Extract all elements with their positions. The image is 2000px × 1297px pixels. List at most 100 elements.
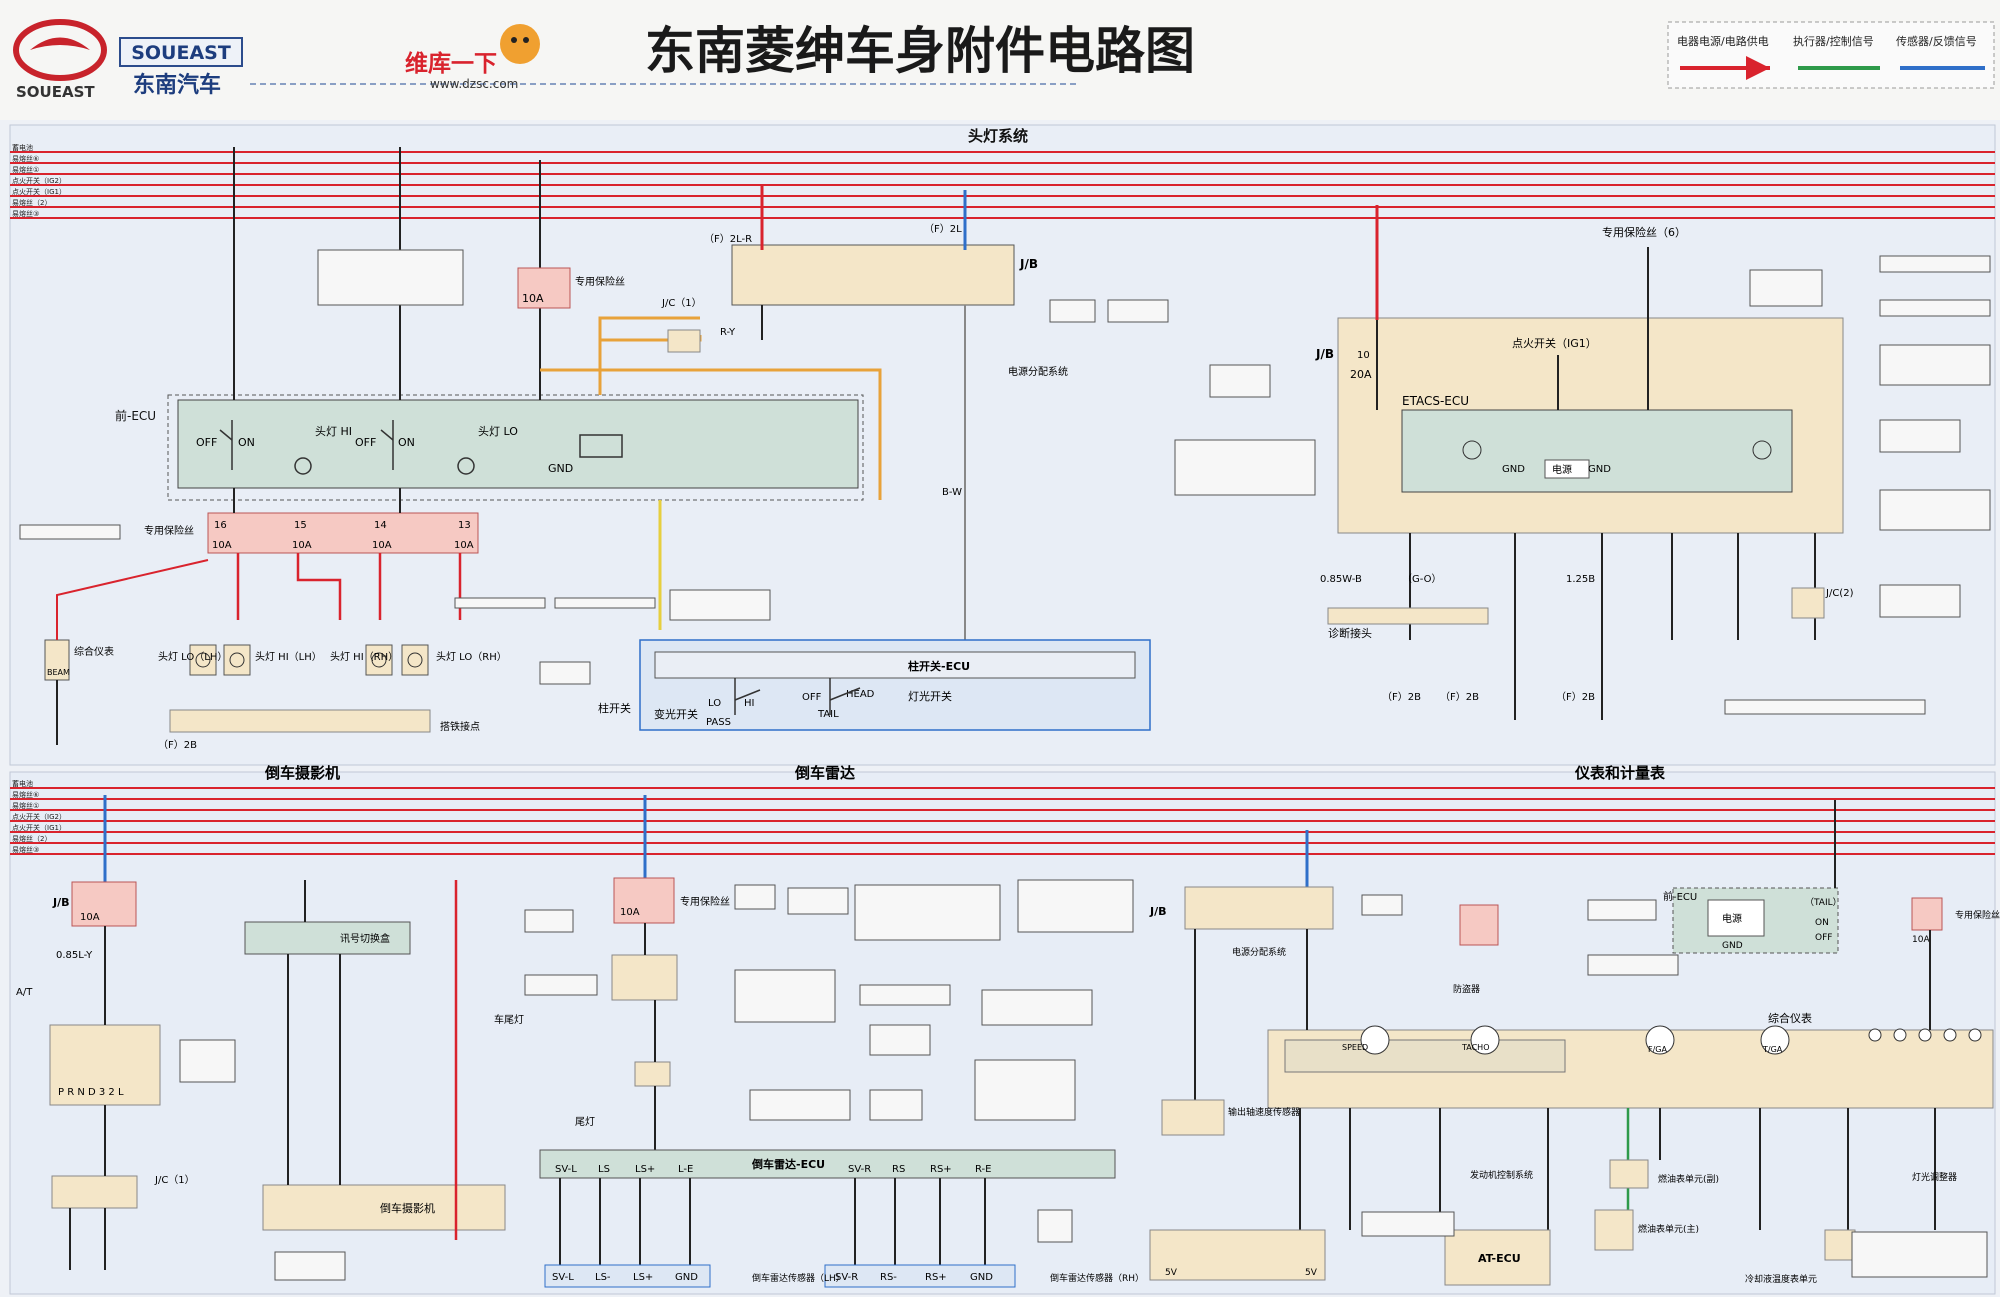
column-switch-label: 柱开关 xyxy=(598,701,631,715)
meter-fuse-box xyxy=(1911,897,1943,931)
camera-jb-label: J/B xyxy=(52,896,70,909)
fuse-amp: 10A xyxy=(454,540,474,551)
bulb-icon xyxy=(371,652,387,668)
fuel-main-label: 燃油表单元(主) xyxy=(1638,1223,1699,1235)
dedicated-fuse-label: 专用保险丝 xyxy=(575,275,625,288)
rail-label: 易熔丝① xyxy=(12,801,39,810)
site-watermark: 维库一下 www.dzsc.com xyxy=(405,24,540,91)
relay-coil-icon xyxy=(457,457,475,475)
rail-label: 点火开关（IG2） xyxy=(12,812,66,821)
ground-junction xyxy=(169,709,431,733)
connector-grid xyxy=(1879,255,1991,273)
meter-tail-label: （TAIL） xyxy=(1805,897,1842,908)
connector-grid xyxy=(1017,879,1134,933)
tail-light-label: 车尾灯 xyxy=(494,1013,524,1026)
connector-grid xyxy=(1879,299,1991,317)
connector-grid xyxy=(734,969,836,1023)
brand-name-cn: 东南汽车 xyxy=(133,72,221,98)
connector-grid xyxy=(274,1251,346,1281)
connector-grid xyxy=(1879,489,1991,531)
jc1-label: J/C（1） xyxy=(661,297,702,309)
radar-pin-label: LS+ xyxy=(635,1164,655,1175)
light-switch-label: 灯光开关 xyxy=(908,689,952,703)
switch-off-label: OFF xyxy=(802,692,822,703)
headlamp-hi-rh xyxy=(365,644,393,676)
connector-grid xyxy=(787,887,849,915)
rail-label: 易熔丝③ xyxy=(12,845,39,854)
meter-on-label: ON xyxy=(1815,918,1829,928)
logo-group: SOUEAST SOUEAST 东南汽车 xyxy=(13,19,1080,101)
relay-on-label: ON xyxy=(398,436,415,449)
column-switch-ecu xyxy=(654,651,1136,679)
wire-label-bw: B-W xyxy=(942,487,962,498)
radar-pin-label: RS+ xyxy=(930,1164,952,1175)
etacs-fuse-no: 10 xyxy=(1357,350,1370,361)
theft-module xyxy=(1459,904,1499,946)
etacs-fuse-label: 20A xyxy=(1350,368,1372,381)
site-name: 维库一下 xyxy=(405,50,497,77)
headlamp-bulbs xyxy=(189,644,429,676)
connector-grid xyxy=(859,984,951,1006)
legend: 电器电源/电路供电 执行器/控制信号 传感器/反馈信号 xyxy=(1667,21,1995,89)
rail-label: 易熔丝⑥ xyxy=(12,154,39,163)
fuel-sender-sub xyxy=(1609,1159,1649,1189)
ig1-label: 点火开关（IG1） xyxy=(1512,336,1597,350)
jb-label: J/B xyxy=(1019,257,1038,271)
bulb-icon xyxy=(229,652,245,668)
connector-grid xyxy=(1049,299,1096,323)
soueast-logo-icon xyxy=(13,19,107,81)
etacs-gnd-label: GND xyxy=(1588,464,1611,475)
logo-text: SOUEAST xyxy=(16,83,95,101)
lamp-label: 头灯 HI（RH） xyxy=(330,651,398,663)
connector-grid xyxy=(1107,299,1169,323)
relay-off-label: OFF xyxy=(355,436,376,449)
orange-wire xyxy=(598,316,700,340)
relay-on-label: ON xyxy=(238,436,255,449)
switch-head-label: HEAD xyxy=(846,689,875,700)
at-ecu-label: AT-ECU xyxy=(1478,1252,1521,1265)
transistor-icon xyxy=(1752,440,1772,460)
wire-label: 1.25B xyxy=(1566,574,1595,585)
connector-grid xyxy=(974,1059,1076,1121)
radar-pin-label: R-E xyxy=(975,1164,991,1175)
rail-label: 点火开关（IG1） xyxy=(12,823,66,832)
connector-grid xyxy=(19,524,121,540)
relay-off-label: OFF xyxy=(196,436,217,449)
connector-grid xyxy=(1851,1231,1988,1278)
connector-grid xyxy=(454,597,546,609)
wire-label: 0.85W-B xyxy=(1320,574,1362,585)
meter-wires xyxy=(1194,800,1936,1230)
page-title: 东南菱绅车身附件电路图 xyxy=(645,22,1195,80)
fuse-number: 16 xyxy=(214,520,227,531)
legend-label-actuator: 执行器/控制信号 xyxy=(1793,34,1874,48)
camera-signal-wires xyxy=(287,880,341,1185)
bulb-icon xyxy=(195,652,211,668)
brand-badge-box xyxy=(119,37,243,67)
camera-fuse-amp: 10A xyxy=(80,912,100,923)
sensor-pin: GND xyxy=(970,1272,993,1283)
connector-grid xyxy=(749,1089,851,1121)
connector-grid xyxy=(1587,954,1679,976)
vss-label: 输出轴速度传感器 xyxy=(1228,1106,1300,1118)
fuse-amp: 10A xyxy=(372,540,392,551)
signal-switch-box xyxy=(244,921,411,955)
soueast-logo-wing-icon xyxy=(30,37,90,50)
connector-grid xyxy=(734,884,776,910)
meter-off-label: OFF xyxy=(1815,933,1832,943)
diag-connector xyxy=(1327,607,1489,625)
wire-label-ry: R-Y xyxy=(720,327,736,338)
radar-sensor-rh-label: 倒车雷达传感器（RH） xyxy=(1050,1272,1144,1284)
rail-label: 易熔丝（2） xyxy=(12,198,51,207)
connector-grid xyxy=(869,1024,931,1056)
coolant-label: 冷却液温度表单元 xyxy=(1745,1273,1817,1285)
rail-label: 蓄电池 xyxy=(12,143,33,152)
headlamp-lo-lh xyxy=(189,644,217,676)
connector-grid xyxy=(1209,364,1271,398)
speedometer-icon xyxy=(1360,1025,1390,1055)
meter-jb-box xyxy=(1184,886,1334,930)
jc2-label: J/C(2) xyxy=(1825,588,1854,599)
bulb-icon xyxy=(1918,1028,1932,1042)
rail-label: 点火开关（IG1） xyxy=(12,187,66,196)
combo-meter-inner xyxy=(1284,1039,1566,1073)
radar-sensor-lh xyxy=(544,1264,711,1288)
